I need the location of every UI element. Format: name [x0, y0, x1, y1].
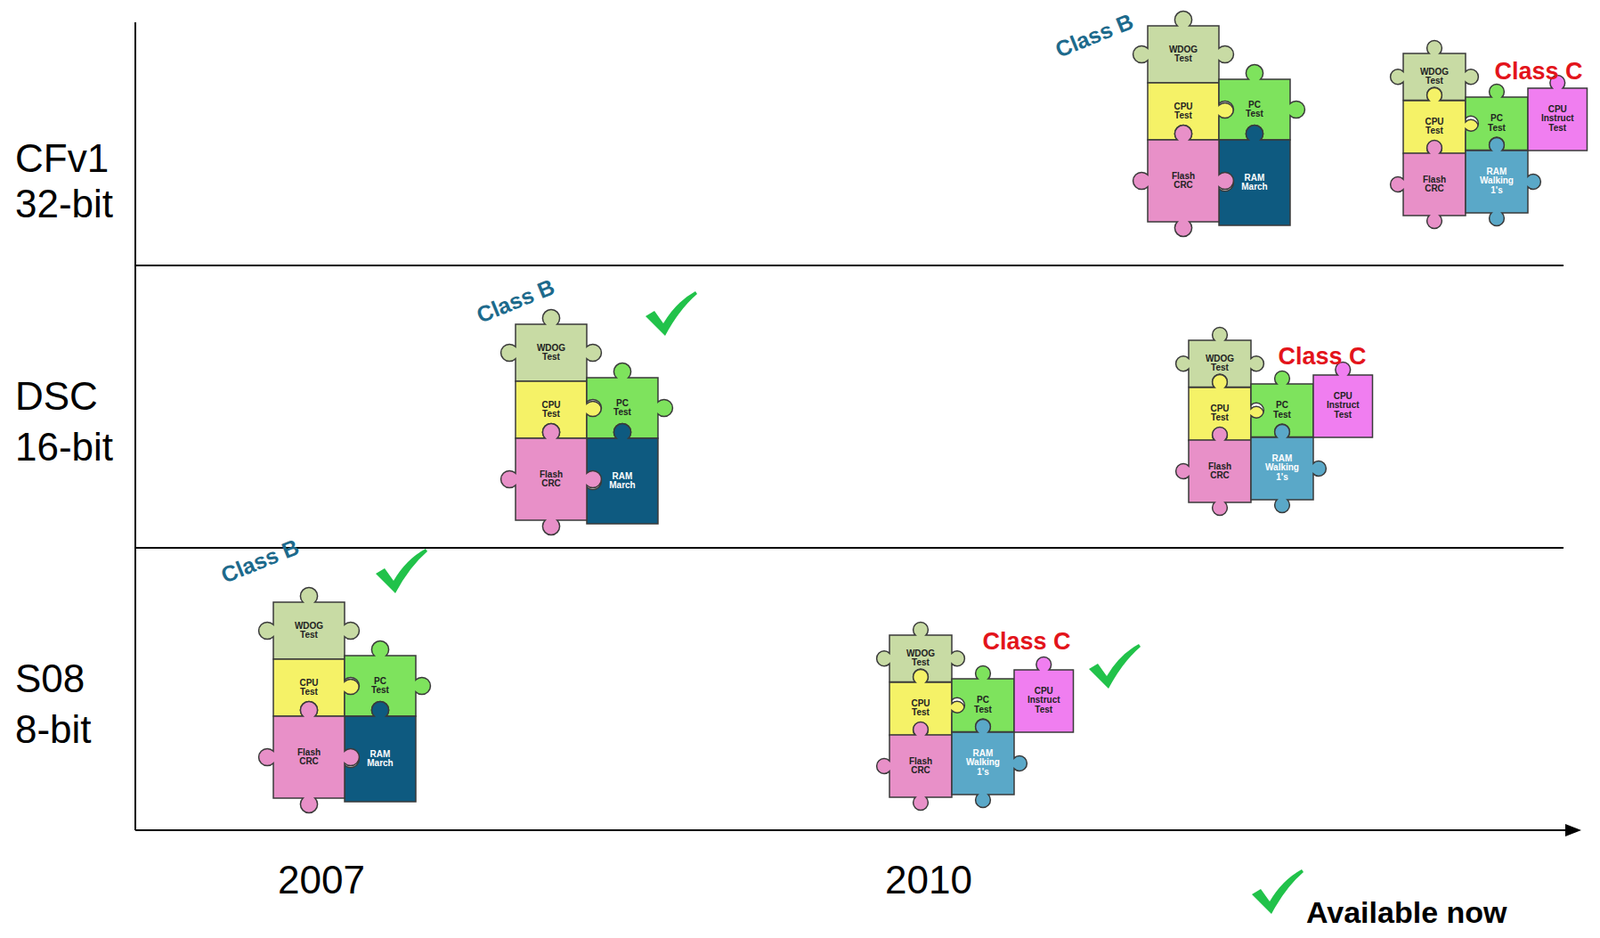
flash-piece: Flash CRC	[1147, 139, 1219, 222]
piece-label: WDOG Test	[1169, 45, 1198, 65]
piece-label: CPU Instruct Test	[1027, 686, 1061, 715]
piece-label: Flash CRC	[1171, 171, 1195, 191]
wdog-piece: WDOG Test	[273, 601, 345, 659]
row-divider	[135, 546, 1564, 549]
puzzle-outline	[259, 701, 360, 813]
legend-label: Available now	[1306, 896, 1507, 927]
puzzle-outline	[259, 587, 360, 659]
piece-label: CPU Test	[910, 698, 930, 718]
row-label: S08	[15, 658, 85, 699]
piece-label: RAM Walking 1's	[1265, 454, 1300, 483]
class-label: Class C	[982, 629, 1071, 654]
piece-label: RAM March	[1241, 173, 1268, 193]
class-label: Class C	[1494, 59, 1583, 84]
puzzle-outline	[1014, 656, 1074, 731]
cpu-instruct-piece: CPU Instruct Test	[1527, 88, 1588, 151]
flash-piece: Flash CRC	[273, 715, 345, 798]
piece-label: WDOG Test	[536, 343, 566, 363]
piece-label: RAM Walking 1's	[966, 748, 1000, 778]
piece-label: CPU Test	[1210, 404, 1229, 423]
puzzle-outline	[1176, 427, 1251, 516]
check-mark	[1088, 643, 1141, 689]
axis-arrowhead	[1565, 823, 1582, 837]
piece-label: PC Test	[974, 695, 992, 715]
time-axis	[135, 828, 1568, 831]
piece-label: PC Test	[371, 676, 390, 696]
puzzle-outline	[1133, 125, 1235, 237]
piece-label: Flash CRC	[539, 470, 563, 489]
puzzle-outline	[1465, 137, 1541, 226]
check-mark	[375, 548, 428, 593]
piece-label: PC Test	[1487, 113, 1506, 133]
puzzle-outline	[1133, 11, 1235, 83]
piece-label: PC Test	[613, 398, 632, 418]
row-label: 16-bit	[15, 427, 114, 467]
flash-piece: Flash CRC	[1403, 153, 1466, 216]
piece-label: Flash CRC	[297, 747, 321, 767]
piece-label: CPU Test	[1424, 117, 1444, 137]
piece-label: Flash CRC	[1422, 175, 1446, 195]
puzzle-outline	[1390, 140, 1466, 229]
cpu-instruct-piece: CPU Instruct Test	[1014, 669, 1074, 732]
piece-label: CPU Test	[541, 400, 561, 420]
puzzle-outline	[1527, 74, 1588, 150]
piece-label: WDOG Test	[906, 649, 935, 668]
piece-label: WDOG Test	[294, 621, 324, 641]
piece-label: PC Test	[1273, 400, 1292, 420]
cpu-instruct-piece: CPU Instruct Test	[1313, 374, 1373, 438]
ram-walking-piece: RAM Walking 1's	[1250, 437, 1314, 500]
vertical-axis	[134, 22, 137, 830]
piece-label: PC Test	[1245, 100, 1264, 120]
puzzle-outline	[951, 718, 1027, 807]
class-label: Class B	[1052, 9, 1137, 62]
row-label: CFv1	[15, 138, 109, 179]
piece-label: Flash CRC	[1208, 462, 1232, 481]
puzzle-outline	[877, 722, 952, 811]
ram-walking-piece: RAM Walking 1's	[951, 731, 1015, 795]
piece-label: CPU Test	[1173, 102, 1193, 122]
puzzle-outline	[501, 309, 602, 382]
piece-label: WDOG Test	[1205, 354, 1235, 374]
piece-label: RAM Walking 1's	[1479, 167, 1514, 196]
puzzle-outline	[501, 423, 602, 536]
class-label: Class B	[218, 535, 302, 587]
year-label: 2010	[885, 860, 973, 900]
check-mark	[1251, 869, 1304, 914]
row-label: 8-bit	[15, 709, 92, 749]
row-label: DSC	[15, 376, 98, 416]
piece-label: Flash CRC	[909, 756, 933, 776]
legend-check	[1250, 867, 1306, 918]
wdog-piece: WDOG Test	[515, 324, 587, 382]
puzzle-outline	[1313, 361, 1373, 437]
class-label: Class C	[1277, 344, 1366, 369]
wdog-piece: WDOG Test	[1147, 25, 1219, 83]
flash-piece: Flash CRC	[1188, 439, 1251, 503]
row-label: 32-bit	[15, 184, 114, 224]
flash-piece: Flash CRC	[515, 438, 587, 520]
flash-piece: Flash CRC	[889, 734, 952, 797]
piece-label: CPU Test	[299, 678, 318, 698]
puzzle-outline	[1250, 423, 1326, 512]
piece-label: WDOG Test	[1420, 67, 1449, 87]
piece-label: RAM March	[366, 749, 393, 769]
piece-label: CPU Instruct Test	[1326, 391, 1360, 421]
row-divider	[135, 264, 1564, 267]
piece-label: CPU Instruct Test	[1541, 105, 1575, 134]
check-mark	[645, 291, 698, 336]
year-label: 2007	[277, 860, 366, 900]
ram-walking-piece: RAM Walking 1's	[1465, 150, 1528, 213]
piece-label: RAM March	[609, 471, 635, 491]
